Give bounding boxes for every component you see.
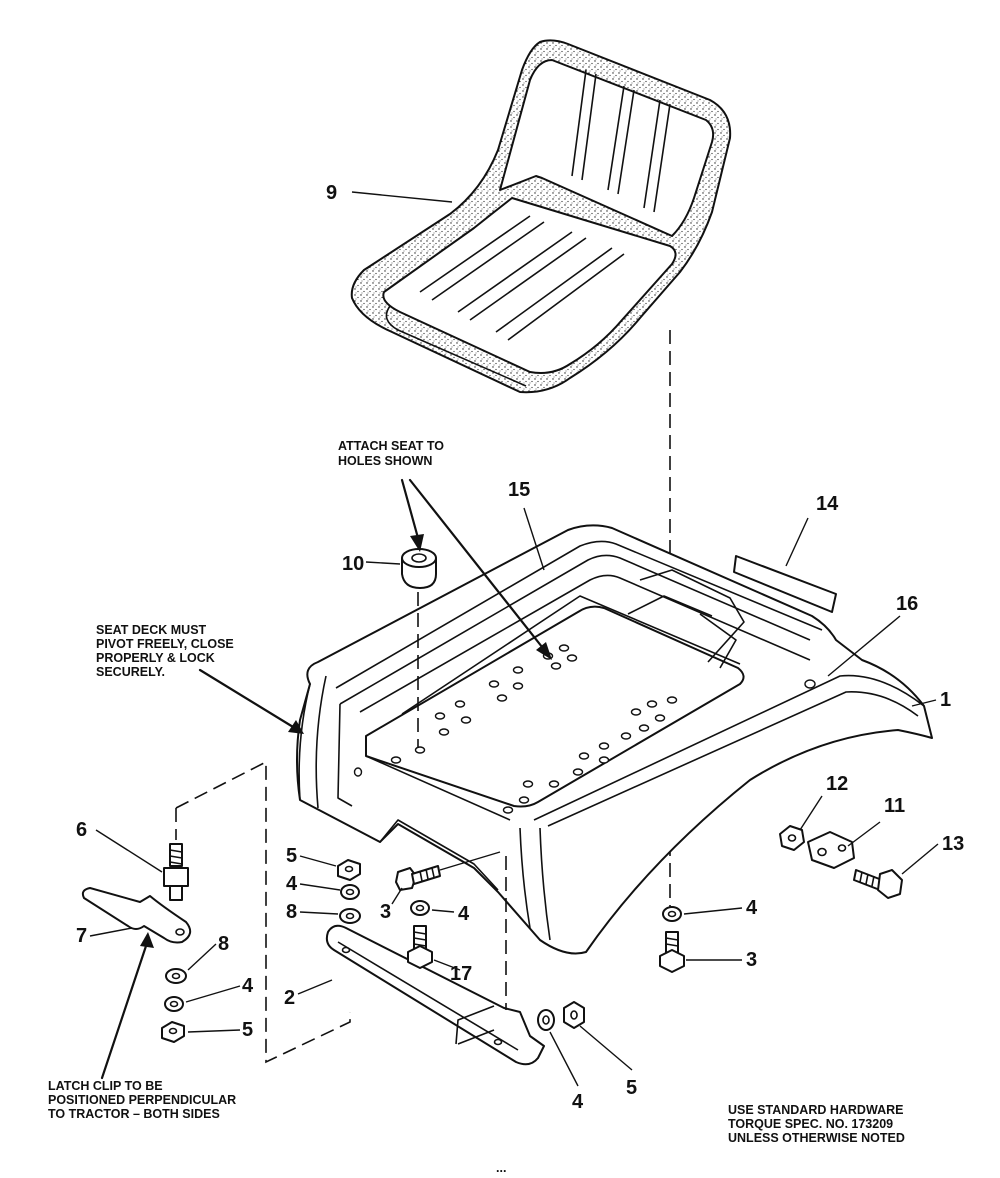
bolt-part-17 — [407, 925, 433, 969]
note-hardware-line-2: TORQUE SPEC. NO. 173209 — [728, 1117, 893, 1131]
nut-part-5-bottom — [563, 1001, 585, 1029]
footer-mark: ... — [496, 1161, 506, 1175]
leader-lines — [89, 191, 939, 1087]
spacer-part-10 — [401, 548, 437, 589]
washer-part-8-left — [165, 968, 187, 984]
callout-12: 12 — [826, 773, 848, 795]
callout-15: 15 — [508, 479, 530, 501]
alignment-line-left-box — [175, 760, 351, 1064]
callout-3b: 3 — [746, 949, 757, 971]
callout-4c: 4 — [458, 903, 470, 925]
callout-3a: 3 — [380, 901, 391, 923]
callout-4b: 4 — [286, 873, 298, 895]
note-hardware-line-3: UNLESS OTHERWISE NOTED — [728, 1131, 905, 1145]
lockwasher-part-4-mid — [410, 900, 430, 916]
note-seat-deck-line-3: PROPERLY & LOCK — [96, 651, 215, 665]
lockwasher-part-4-left — [164, 996, 184, 1012]
nut-part-12 — [779, 825, 805, 851]
callout-13: 13 — [942, 833, 964, 855]
note-latch-clip: LATCH CLIP TO BE POSITIONED PERPENDICULA… — [48, 1079, 236, 1121]
seat-deck-part-1 — [296, 524, 933, 955]
callout-5b: 5 — [286, 845, 297, 867]
note-latch-line-3: TO TRACTOR – BOTH SIDES — [48, 1107, 220, 1121]
note-attach-seat: ATTACH SEAT TO HOLES SHOWN — [338, 439, 444, 468]
bolt-part-3-center — [395, 865, 441, 891]
note-attach-line-1: ATTACH SEAT TO — [338, 439, 444, 453]
decal-part-14 — [733, 555, 837, 613]
note-seat-deck-line-1: SEAT DECK MUST — [96, 623, 207, 637]
callout-16: 16 — [896, 593, 918, 615]
note-seat-deck-line-2: PIVOT FREELY, CLOSE — [96, 637, 234, 651]
note-latch-line-1: LATCH CLIP TO BE — [48, 1079, 163, 1093]
bolt-part-13 — [853, 869, 903, 899]
callout-6: 6 — [76, 819, 87, 841]
callout-9: 9 — [326, 182, 337, 204]
bolt-part-3-right — [659, 931, 685, 973]
note-seat-deck-line-4: SECURELY. — [96, 665, 165, 679]
callout-10: 10 — [342, 553, 364, 575]
note-seat-deck: SEAT DECK MUST PIVOT FREELY, CLOSE PROPE… — [96, 623, 234, 679]
callout-17: 17 — [450, 963, 472, 985]
seat-part-9 — [350, 39, 732, 394]
bracket-part-2 — [325, 924, 545, 1066]
callout-4e: 4 — [572, 1091, 584, 1113]
nut-part-5-left — [161, 1021, 185, 1043]
callout-8b: 8 — [286, 901, 297, 923]
stud-part-6 — [163, 843, 189, 901]
note-latch-line-2: POSITIONED PERPENDICULAR — [48, 1093, 236, 1107]
note-attach-line-2: HOLES SHOWN — [338, 454, 432, 468]
clamp-part-11 — [807, 831, 855, 869]
callout-5a: 5 — [242, 1019, 253, 1041]
callout-11: 11 — [884, 795, 905, 817]
callout-labels: 9 10 15 14 16 1 12 11 13 6 7 8 4 5 5 4 8… — [76, 182, 964, 1113]
callout-4d: 4 — [746, 897, 758, 919]
callout-4a: 4 — [242, 975, 254, 997]
lockwasher-part-4-bottom — [537, 1009, 555, 1031]
lockwasher-part-4-right — [662, 906, 682, 922]
washer-part-8-center — [339, 908, 361, 924]
callout-7: 7 — [76, 925, 87, 947]
nut-part-5-center — [337, 859, 361, 881]
callout-2: 2 — [284, 987, 295, 1009]
note-arrows — [100, 478, 552, 1080]
lockwasher-part-4-center — [340, 884, 360, 900]
callout-1: 1 — [940, 689, 951, 711]
callout-8a: 8 — [218, 933, 229, 955]
latch-clip-part-7 — [81, 887, 192, 944]
note-hardware-line-1: USE STANDARD HARDWARE — [728, 1103, 903, 1117]
note-standard-hardware: USE STANDARD HARDWARE TORQUE SPEC. NO. 1… — [728, 1103, 905, 1145]
callout-5c: 5 — [626, 1077, 637, 1099]
callout-14: 14 — [816, 493, 839, 515]
